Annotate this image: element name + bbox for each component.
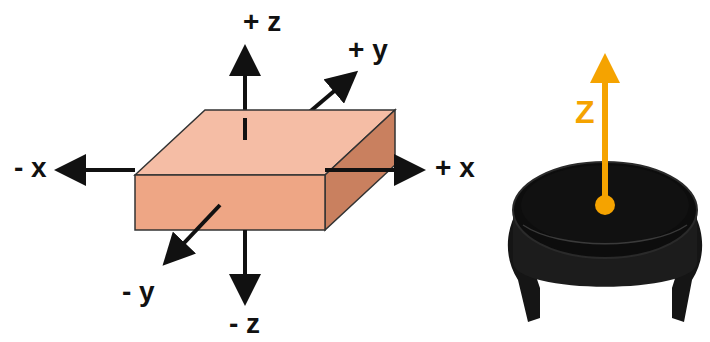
axis-label: - y	[122, 278, 155, 306]
axis-arrow	[243, 118, 247, 140]
axis-arrow	[243, 230, 247, 298]
box-front	[135, 175, 325, 230]
axis-arrow	[168, 205, 220, 260]
axis-arrow	[62, 168, 135, 172]
axis-letter: Z	[575, 96, 595, 128]
z-arrow	[602, 62, 608, 205]
z-dot	[595, 195, 615, 215]
axis-label: - x	[14, 154, 47, 182]
axis-label: + z	[243, 8, 281, 36]
axis-label: + x	[435, 154, 475, 182]
axis-arrow	[325, 168, 418, 172]
axis-label: + y	[348, 36, 388, 64]
axis-label: - z	[229, 310, 260, 338]
axis-arrow	[243, 52, 247, 140]
